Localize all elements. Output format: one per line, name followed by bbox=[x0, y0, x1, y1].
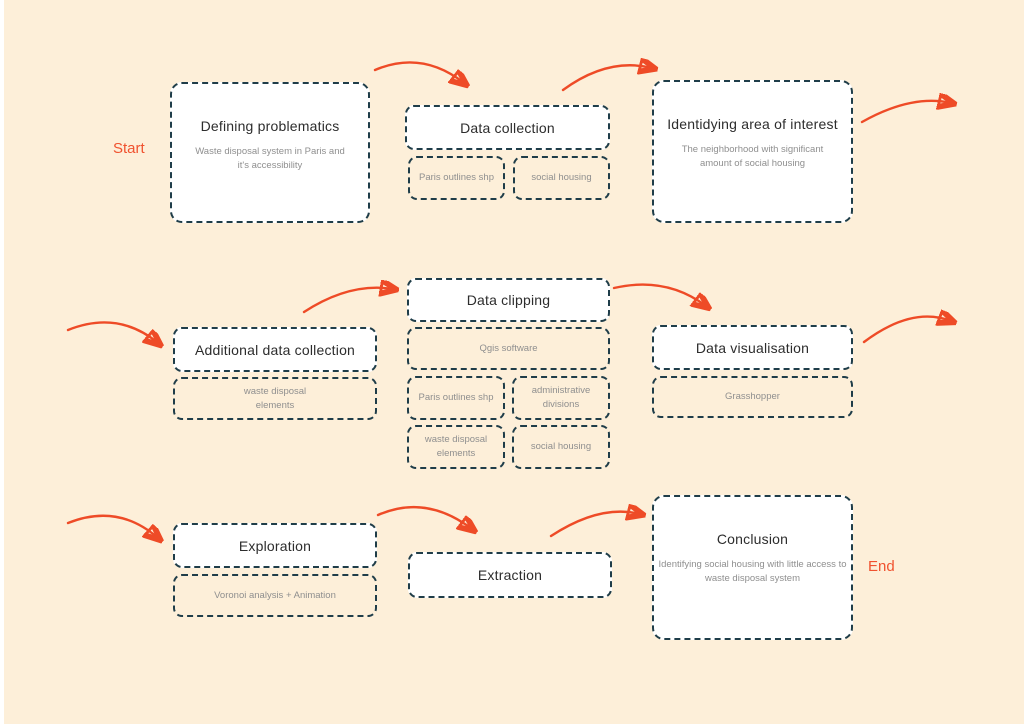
node-data-visualisation: Data visualisation bbox=[652, 325, 853, 370]
start-label: Start bbox=[113, 140, 145, 157]
left-edge-strip bbox=[0, 0, 4, 724]
item-label: waste disposal elements bbox=[424, 434, 488, 459]
node-title: Defining problematics bbox=[200, 118, 340, 134]
arrow-enter-additional-collection bbox=[66, 321, 158, 343]
node-additional-item-waste-disposal: waste disposal elements bbox=[173, 377, 377, 420]
node-clipping-item-administrative: administrative divisions bbox=[512, 376, 610, 420]
item-label: Grasshopper bbox=[725, 391, 780, 403]
node-title: Exploration bbox=[238, 537, 312, 554]
arrow-exploration-to-extraction bbox=[376, 505, 472, 529]
item-label: Paris outlines shp bbox=[419, 172, 494, 184]
item-label: Paris outlines shp bbox=[418, 392, 494, 404]
node-title: Conclusion bbox=[716, 531, 789, 547]
arrow-defining-to-data-collection bbox=[373, 61, 464, 83]
arrow-data-collection-to-identifying bbox=[561, 65, 652, 92]
node-defining-problematics: Defining problematics Waste disposal sys… bbox=[170, 82, 370, 223]
item-label: social housing bbox=[531, 172, 592, 184]
node-title: Data visualisation bbox=[695, 339, 810, 356]
node-data-clipping: Data clipping bbox=[407, 278, 610, 322]
node-data-collection: Data collection bbox=[405, 105, 610, 150]
item-label: Qgis software bbox=[479, 342, 538, 354]
arrow-extraction-to-conclusion bbox=[549, 512, 640, 538]
node-clipping-item-qgis: Qgis software bbox=[407, 327, 610, 370]
node-data-collection-item-social-housing: social housing bbox=[513, 156, 610, 200]
arrow-enter-exploration bbox=[66, 514, 158, 538]
node-exploration: Exploration bbox=[173, 523, 377, 568]
node-subtitle: The neighborhood with significant amount… bbox=[681, 144, 824, 170]
arrow-clipping-to-visualisation bbox=[612, 283, 706, 306]
node-title: Data clipping bbox=[466, 292, 551, 308]
item-label: Voronoi analysis + Animation bbox=[214, 589, 336, 601]
node-clipping-item-social-housing: social housing bbox=[512, 425, 610, 469]
node-conclusion: Conclusion Identifying social housing wi… bbox=[652, 495, 853, 640]
node-subtitle: Waste disposal system in Paris and it's … bbox=[195, 146, 345, 172]
item-label: waste disposal elements bbox=[243, 385, 307, 411]
item-label: administrative divisions bbox=[531, 385, 591, 410]
item-label: social housing bbox=[530, 441, 592, 453]
node-title: Identidying area of interest bbox=[667, 116, 838, 132]
node-exploration-item-voronoi: Voronoi analysis + Animation bbox=[173, 574, 377, 617]
node-identifying-area: Identidying area of interest The neighbo… bbox=[652, 80, 853, 223]
end-label: End bbox=[868, 558, 895, 575]
node-extraction: Extraction bbox=[408, 552, 612, 598]
node-visualisation-item-grasshopper: Grasshopper bbox=[652, 376, 853, 418]
arrow-visualisation-exit-right bbox=[862, 317, 951, 344]
node-clipping-item-waste-disposal: waste disposal elements bbox=[407, 425, 505, 469]
node-additional-data-collection: Additional data collection bbox=[173, 327, 377, 372]
node-subtitle: Identifying social housing with little a… bbox=[658, 559, 847, 585]
node-title: Data collection bbox=[460, 119, 555, 136]
node-clipping-item-paris-outlines: Paris outlines shp bbox=[407, 376, 505, 420]
arrow-additional-to-clipping bbox=[302, 288, 393, 314]
arrow-identifying-exit-right bbox=[860, 101, 951, 124]
node-data-collection-item-paris-outlines: Paris outlines shp bbox=[408, 156, 505, 200]
node-title: Additional data collection bbox=[194, 341, 356, 358]
node-title: Extraction bbox=[477, 567, 543, 583]
